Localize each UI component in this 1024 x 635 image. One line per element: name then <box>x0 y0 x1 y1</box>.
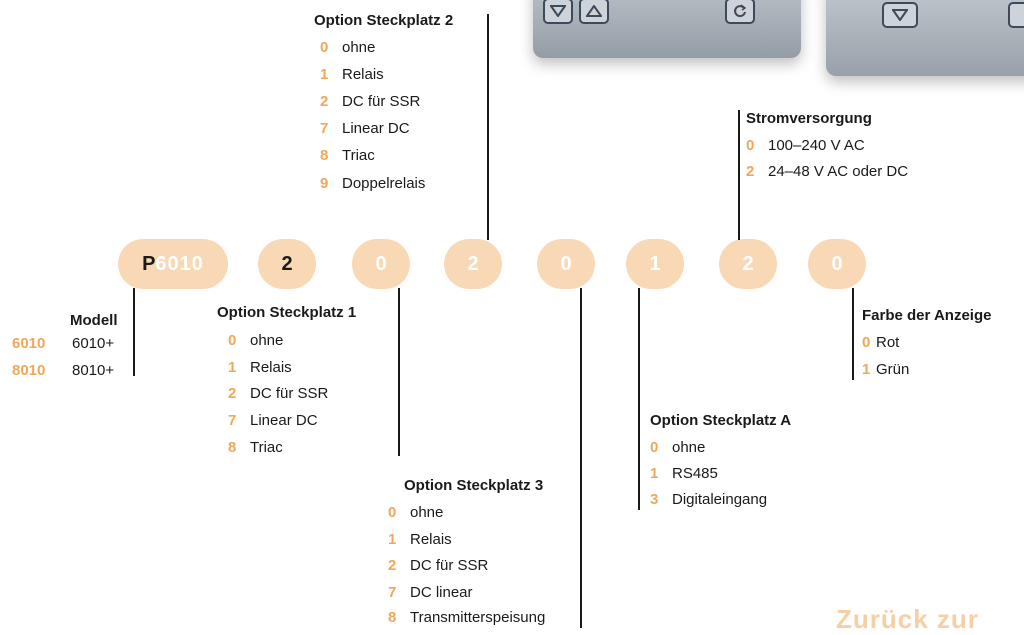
connector-slotA <box>638 288 640 510</box>
code-segment-slotA: 0 <box>537 239 595 289</box>
code-segment-slot1: 2 <box>258 239 316 289</box>
power-title: Stromversorgung <box>746 110 872 127</box>
down-arrow-key <box>543 0 573 24</box>
connector-slot3 <box>580 288 582 628</box>
connector-slot2 <box>487 14 489 240</box>
device-right <box>826 0 1024 76</box>
code-segment-extra: 2 <box>719 239 777 289</box>
code-model-value: 6010 <box>155 252 204 275</box>
code-prefix: P <box>142 252 156 275</box>
code-segment-display-color: 0 <box>808 239 866 289</box>
refresh-icon <box>734 4 747 18</box>
up-arrow-key <box>579 0 609 24</box>
code-segment-slot2: 0 <box>352 239 410 289</box>
down-arrow-icon <box>892 9 908 21</box>
slot1-title: Option Steckplatz 1 <box>217 304 357 321</box>
connector-display-color <box>852 288 854 380</box>
refresh-key <box>725 0 755 24</box>
up-arrow-icon <box>586 5 602 17</box>
side-key <box>1008 2 1024 28</box>
slot2-title: Option Steckplatz 2 <box>314 12 454 29</box>
device-left <box>533 0 801 58</box>
back-link[interactable]: Zurück zur <box>836 604 979 634</box>
down-arrow-key-2 <box>882 2 918 28</box>
slotA-title: Option Steckplatz A <box>650 412 792 429</box>
model-title: Modell <box>70 312 118 329</box>
down-arrow-icon <box>550 5 566 17</box>
connector-slot1 <box>398 288 400 456</box>
code-segment-power: 1 <box>626 239 684 289</box>
slot3-title: Option Steckplatz 3 <box>404 477 544 494</box>
code-segment-slot3: 2 <box>444 239 502 289</box>
connector-power <box>738 110 740 240</box>
display-color-title: Farbe der Anzeige <box>862 307 992 324</box>
connector-model <box>133 288 135 376</box>
